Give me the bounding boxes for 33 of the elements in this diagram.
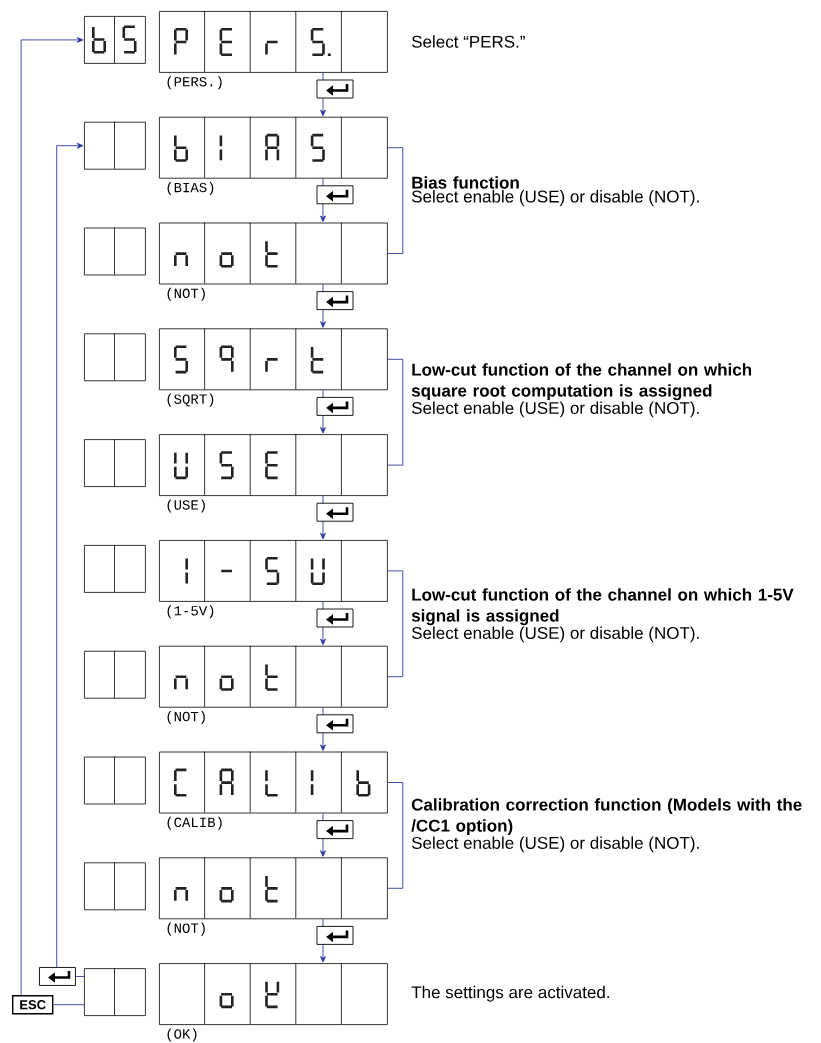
segment-display bbox=[84, 227, 146, 276]
segment-display bbox=[84, 756, 146, 805]
arrow bbox=[20, 37, 84, 996]
enter-key-icon bbox=[39, 967, 76, 986]
description-heading: Low-cut function of the channel on which square root computation is assigned bbox=[411, 363, 752, 401]
display-caption: (SQRT) bbox=[167, 393, 214, 407]
display-caption: (NOT) bbox=[167, 922, 205, 936]
segment-display bbox=[84, 650, 146, 699]
key-button: ESC bbox=[12, 995, 54, 1015]
arrow bbox=[56, 142, 84, 968]
description-text: Select enable (USE) or disable (NOT). bbox=[411, 836, 699, 853]
display-caption: (NOT) bbox=[167, 711, 205, 725]
description-text: Select enable (USE) or disable (NOT). bbox=[411, 626, 699, 643]
description-text: Select enable (USE) or disable (NOT). bbox=[411, 190, 699, 206]
description-heading: Bias function bbox=[412, 176, 519, 189]
display-caption: (NOT) bbox=[167, 287, 205, 301]
description-text: Select enable (USE) or disable (NOT). bbox=[411, 401, 699, 418]
segment-display bbox=[84, 333, 146, 382]
description-heading: Calibration correction function (Models with the /CC1 option) bbox=[411, 798, 802, 836]
segment-display bbox=[84, 862, 146, 911]
step-description: The settings are activated. bbox=[411, 985, 609, 1002]
display-caption: (USE) bbox=[167, 499, 205, 513]
step-description: Select “PERS.” bbox=[411, 35, 525, 48]
segment-display bbox=[84, 544, 146, 593]
segment-display bbox=[84, 438, 146, 487]
segment-display bbox=[84, 121, 146, 170]
description-heading: Low-cut function of the channel on which 1-5V signal is assigned bbox=[411, 588, 794, 626]
display-caption: (BIAS) bbox=[167, 182, 214, 196]
display-caption: (CALIB) bbox=[167, 816, 222, 830]
display-caption: (1-5V) bbox=[167, 605, 214, 619]
display-caption: (PERS.) bbox=[167, 76, 222, 90]
segment-display bbox=[84, 967, 146, 1016]
display-caption: (OK) bbox=[167, 1028, 197, 1042]
